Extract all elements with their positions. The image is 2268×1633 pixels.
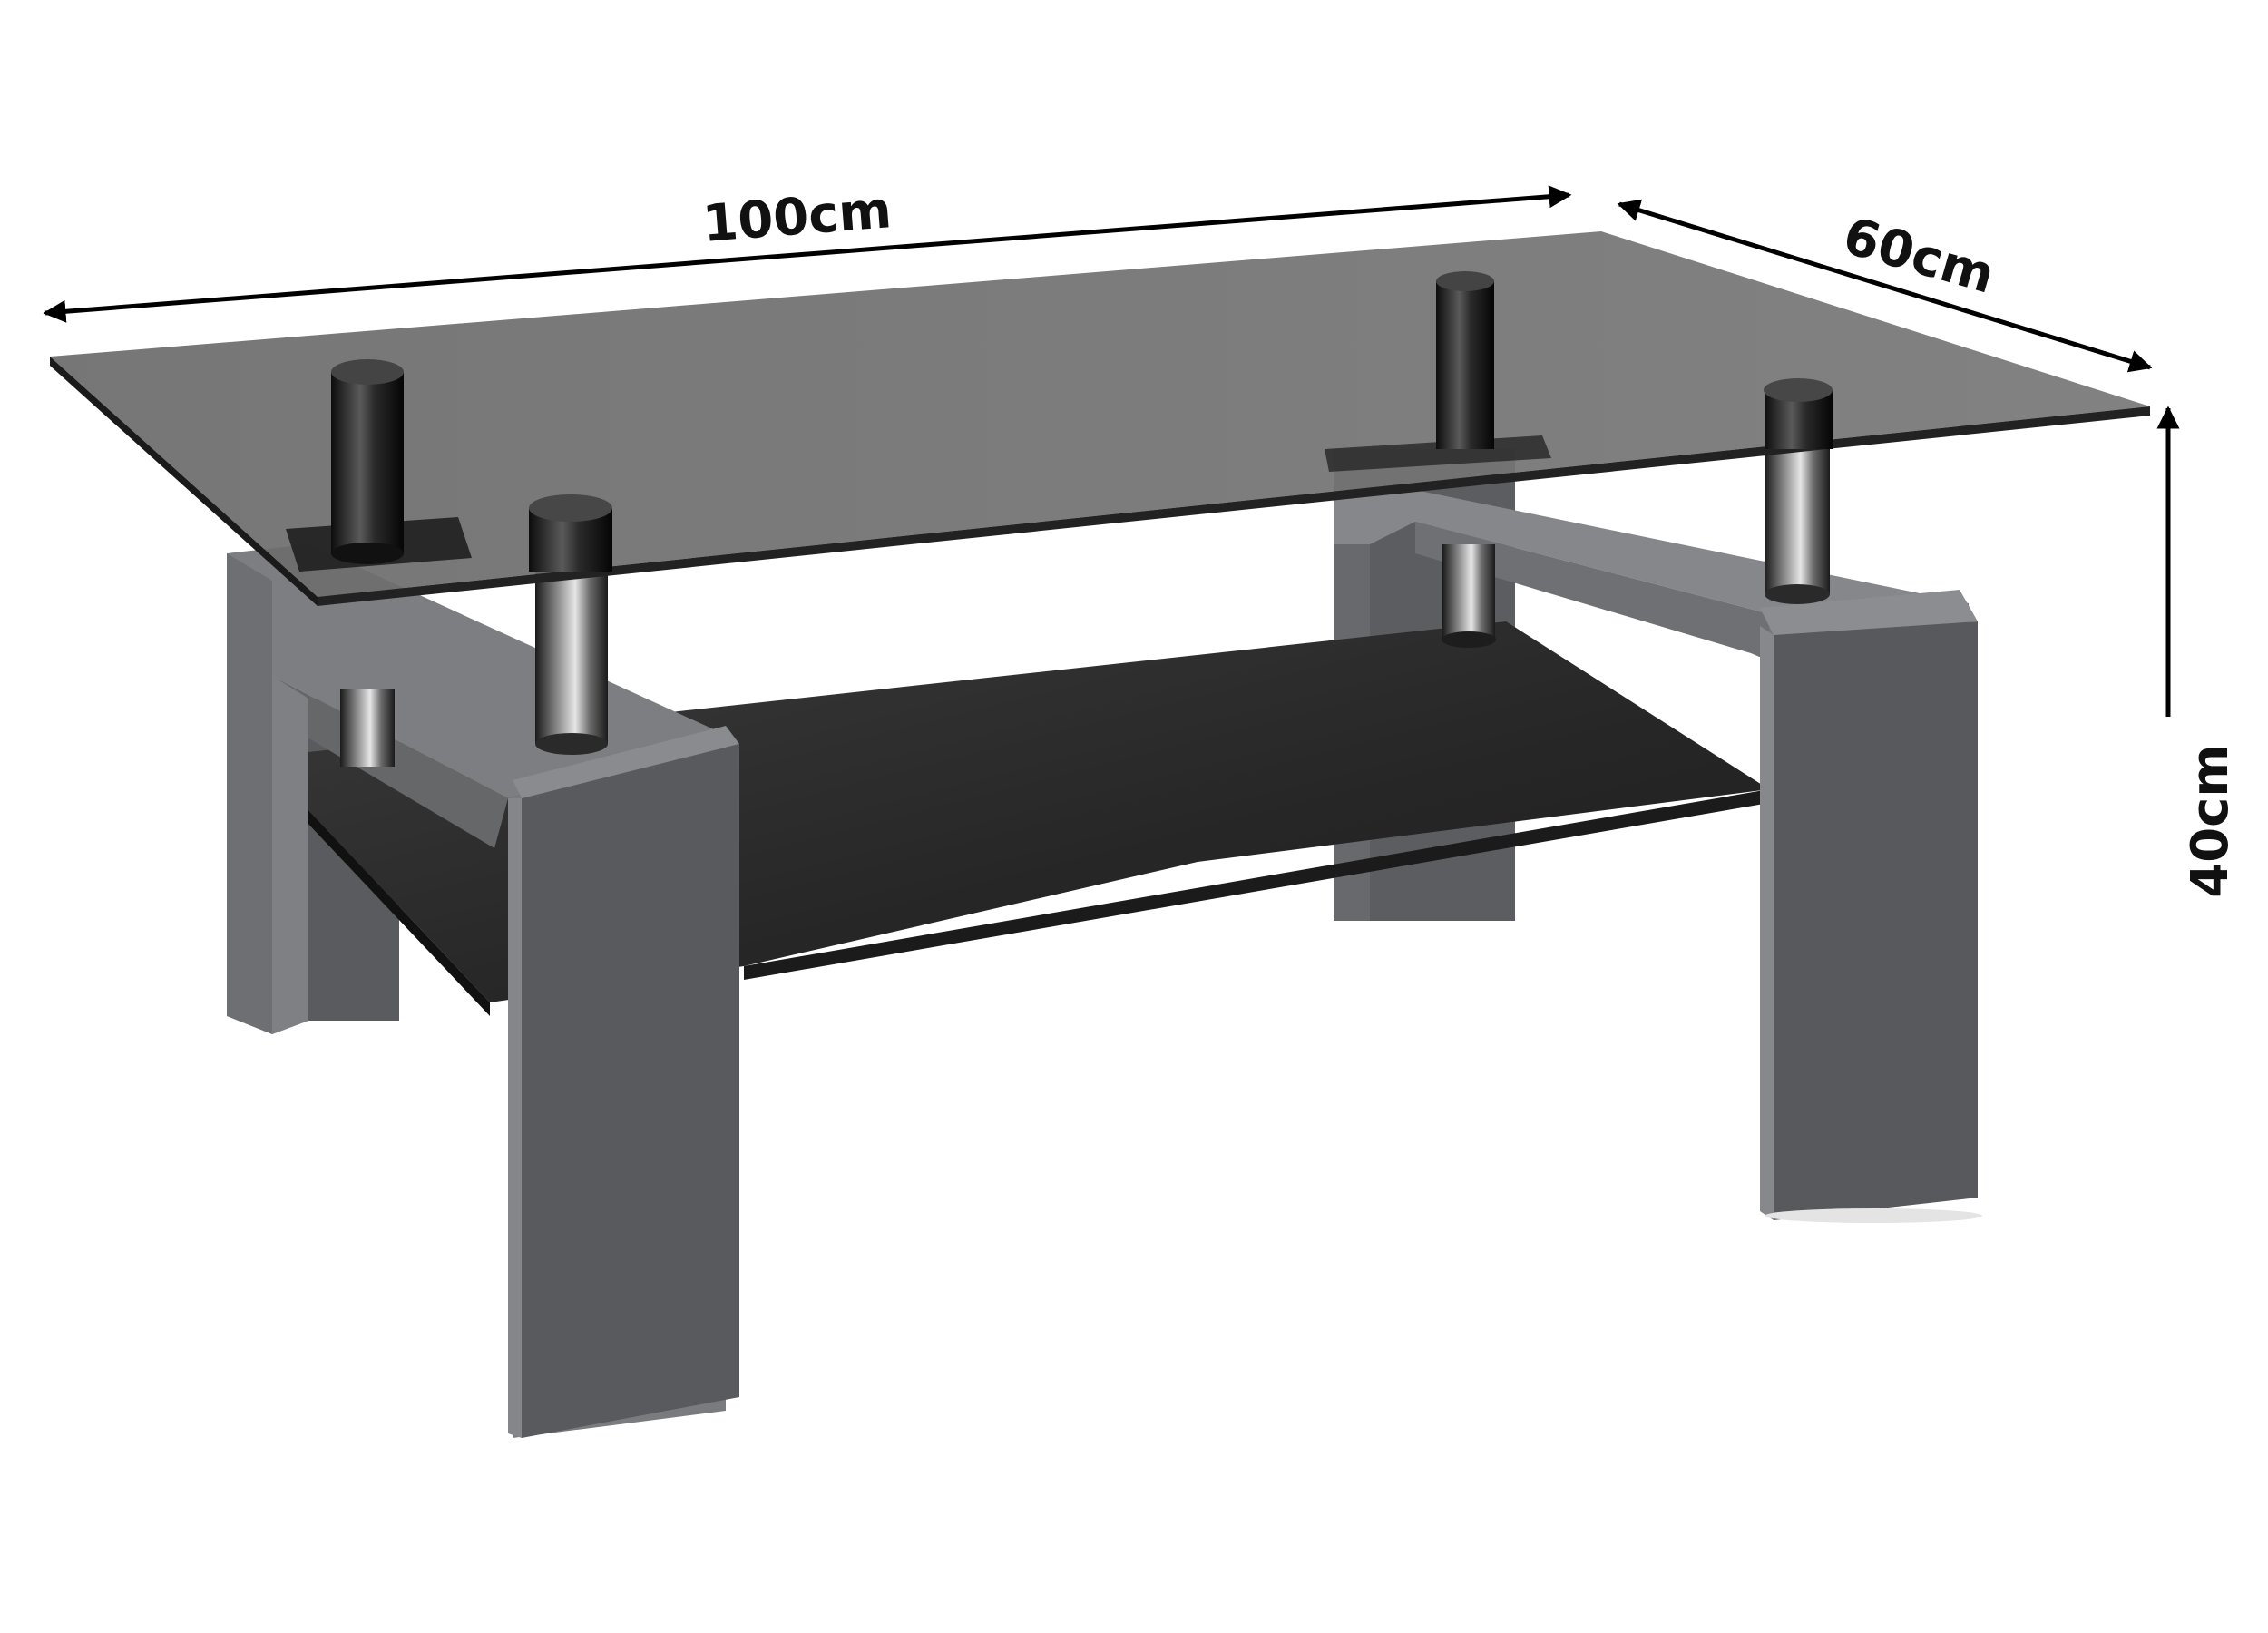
front-left-leg-face	[522, 744, 739, 1438]
right-frame	[1760, 590, 1982, 1223]
height-label: 40cm	[2181, 744, 2240, 897]
front-right-leg-face	[1774, 621, 1978, 1220]
width-arrow	[43, 185, 1572, 323]
depth-arrow	[1617, 199, 2153, 373]
front-left-post	[535, 562, 608, 744]
dimension-annotations	[43, 185, 2180, 717]
front-right-post	[1765, 445, 1830, 594]
depth-label: 60cm	[1837, 207, 2001, 306]
width-label: 100cm	[700, 181, 894, 254]
support-posts	[340, 445, 1830, 767]
